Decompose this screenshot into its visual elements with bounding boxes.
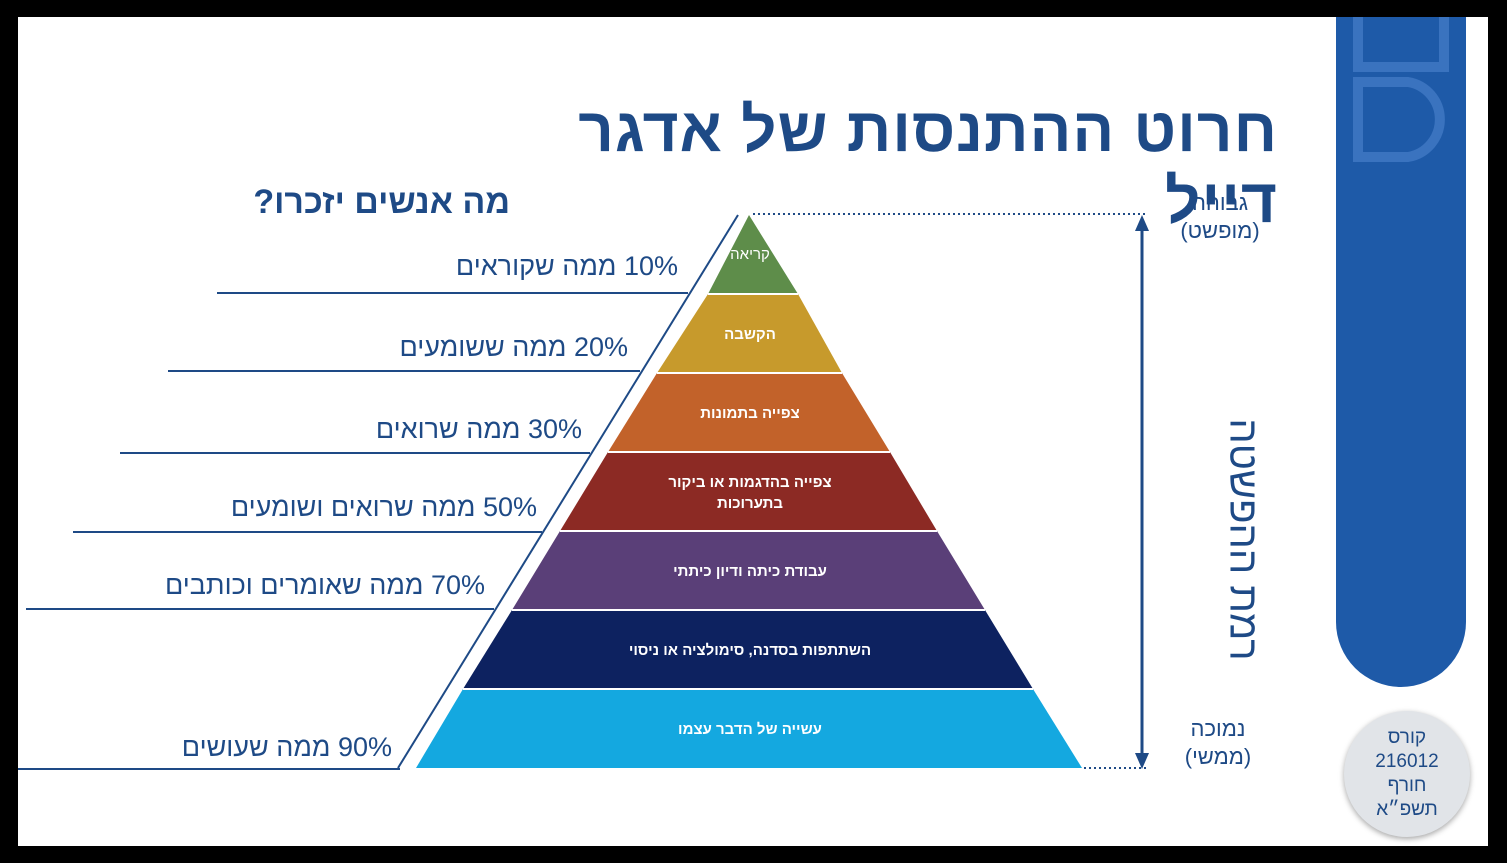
level-label: עבודת כיתה ודיון כיתתי — [673, 563, 827, 580]
badge-line: חורף — [1387, 775, 1427, 796]
badge-line: קורס — [1387, 727, 1427, 748]
level-label: בתערוכות — [717, 495, 783, 512]
level-doing — [416, 689, 1082, 768]
dotted-guides — [753, 213, 1148, 769]
level-demos — [560, 452, 937, 531]
level-label: צפייה בהדגמות או ביקור — [668, 474, 831, 491]
axis-top-label: גבוהה (מופשט) — [1160, 189, 1280, 245]
level-label: קריאה — [730, 246, 770, 263]
abstraction-arrow — [1135, 215, 1149, 769]
level-listening — [657, 294, 842, 373]
axis-top-line2: (מופשט) — [1180, 218, 1260, 243]
layer-separators — [463, 293, 1033, 690]
axis-bottom-label: נמוכה (ממשי) — [1158, 715, 1278, 771]
axis-bottom-line1: נמוכה — [1190, 716, 1246, 741]
axis-bottom-line2: (ממשי) — [1184, 744, 1252, 769]
logo-icon — [1353, 17, 1449, 162]
level-pictures — [608, 373, 890, 452]
brand-band — [1336, 17, 1466, 687]
badge-line: 216012 — [1375, 751, 1439, 772]
retention-20: 20% ממה ששומעים — [399, 332, 628, 362]
retention-30: 30% ממה שרואים — [375, 414, 582, 444]
leader-diagonal — [397, 214, 739, 769]
level-workshop — [463, 610, 1033, 689]
cone-diagram: קריאה הקשבה צפייה בתמונות צפייה בהדגמות … — [18, 213, 1149, 770]
axis-vertical-title: רמת ההפשטה — [1221, 418, 1266, 661]
retention-50: 50% ממה שרואים ושומעים — [230, 492, 537, 522]
page-title: חרוט ההתנסות של אדגר דייל — [578, 96, 1278, 236]
course-badge: קורס 216012 חורף תשפ״א — [1344, 711, 1470, 837]
level-label: השתתפות בסדנה, סימולציה או ניסוי — [629, 642, 871, 659]
level-reading — [708, 215, 798, 294]
level-label: עשייה של הדבר עצמו — [678, 721, 822, 738]
retention-70: 70% ממה שאומרים וכותבים — [165, 570, 485, 600]
retention-10: 10% ממה שקוראים — [455, 251, 678, 281]
slide: חרוט ההתנסות של אדגר דייל מה אנשים יזכרו… — [18, 17, 1488, 846]
retention-90: 90% ממה שעושים — [181, 732, 392, 762]
axis-top-line1: גבוהה — [1191, 190, 1249, 215]
subtitle: מה אנשים יזכרו? — [253, 183, 510, 221]
level-label: צפייה בתמונות — [700, 405, 800, 422]
leader-lines — [18, 292, 688, 770]
level-class-work — [512, 531, 985, 610]
badge-line: תשפ״א — [1376, 799, 1438, 820]
level-label: הקשבה — [724, 326, 776, 343]
